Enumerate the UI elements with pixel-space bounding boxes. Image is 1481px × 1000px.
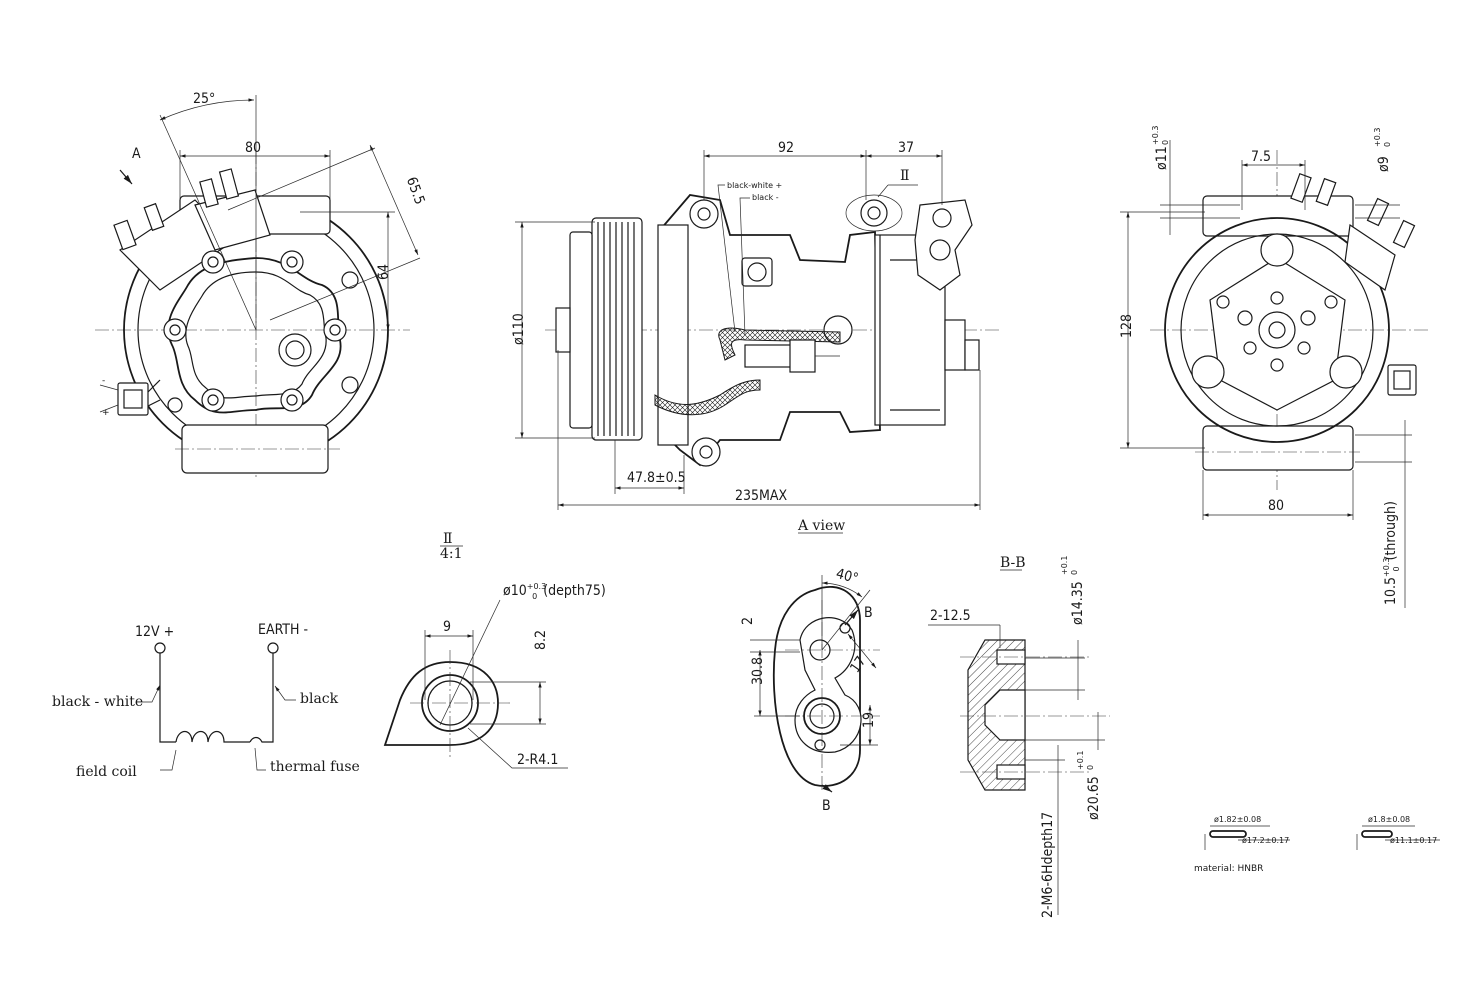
- label-12v: 12V +: [135, 624, 174, 640]
- dia-20-65-up: +0.1: [1076, 751, 1085, 770]
- view-caption: A view: [797, 518, 845, 534]
- dim-235-max: 235MAX: [735, 488, 788, 504]
- section-BB: B-B 2-12.5 ø14.35 +0.1 0 ø20.65 +0.1 0 2…: [928, 555, 1110, 918]
- detail-scale: 4:1: [440, 546, 463, 562]
- front-view: - + 25° A 80 65.5 64: [95, 91, 428, 480]
- dim-dia-110: ø110: [511, 313, 527, 345]
- o-rings: ø1.82±0.08 ø17.2±0.17 ø1.8±0.08 ø11.1±0.…: [1194, 815, 1440, 874]
- label-thermal-fuse: thermal fuse: [270, 759, 360, 775]
- dia-14-35-low: 0: [1070, 570, 1079, 575]
- dim-8-2: 8.2: [533, 630, 549, 650]
- through-suffix: (through): [1383, 501, 1399, 560]
- ring2-cs: ø1.8±0.08: [1368, 815, 1410, 824]
- side-view: black-white + black - Ⅱ 92 37 ø110 47.8±…: [511, 140, 1000, 534]
- radius-label: 2-R4.1: [517, 752, 558, 768]
- dia-14-35: ø14.35: [1070, 581, 1086, 625]
- thread-spec: 2-M6-6Hdepth17: [1040, 812, 1056, 918]
- dim-47-8: 47.8±0.5: [627, 470, 686, 486]
- pulley: [555, 217, 643, 441]
- wire-bw-label: black-white +: [727, 181, 782, 190]
- hole-11-tol-low: 0: [1161, 140, 1170, 145]
- terminal-block: [113, 168, 271, 291]
- angle-25: 25°: [193, 91, 215, 107]
- hole-dia-main: ø10: [503, 583, 527, 599]
- label-field-coil: field coil: [76, 764, 137, 780]
- through-hole: 10.5+0.30 (through): [1382, 501, 1401, 605]
- port-view: 40° B B 2 30.8 17 19: [740, 566, 880, 814]
- connector: [99, 379, 161, 416]
- dim-30-8: 30.8: [750, 657, 766, 685]
- dim-64: 64: [376, 264, 392, 280]
- wire-b-label: black -: [752, 193, 779, 202]
- dim-65-5: 65.5: [403, 175, 428, 207]
- view-arrow-label: A: [132, 146, 141, 162]
- through-tol-up: +0.3: [1382, 558, 1391, 577]
- dim-17: 17: [847, 654, 869, 676]
- detail-ref: Ⅱ: [900, 168, 910, 184]
- hole-11: ø11: [1154, 146, 1170, 170]
- bolt-bosses: [163, 250, 359, 413]
- hole-depth: (depth75): [543, 583, 606, 599]
- section-b-top: B: [864, 605, 873, 621]
- ring1-cs: ø1.82±0.08: [1214, 815, 1261, 824]
- wiring-diagram: 12V + EARTH - black - white black field …: [52, 622, 360, 780]
- width-80: 80: [245, 140, 261, 156]
- dim-2-12-5: 2-12.5: [930, 608, 971, 624]
- plus-label: +: [102, 408, 110, 418]
- dim-19: 19: [861, 712, 877, 728]
- hole-dia-up: +0.3: [527, 582, 546, 591]
- dim-rear-80: 80: [1268, 498, 1284, 514]
- minus-label: -: [102, 376, 105, 386]
- dim-7-5: 7.5: [1251, 149, 1271, 165]
- dim-128: 128: [1119, 314, 1135, 338]
- hole-dia-low: 0: [532, 592, 537, 601]
- through-tol-low: 0: [1392, 566, 1401, 571]
- dim-92: 92: [778, 140, 794, 156]
- hole-9: ø9: [1376, 156, 1392, 172]
- ring1-id: ø17.2±0.17: [1242, 836, 1289, 845]
- dia-20-65: ø20.65: [1086, 776, 1102, 820]
- label-earth: EARTH -: [258, 622, 308, 638]
- dia-14-35-up: +0.1: [1060, 556, 1069, 575]
- section-title: B-B: [1000, 555, 1026, 571]
- dim-37: 37: [898, 140, 914, 156]
- rear-view: 128 80 7.5 ø11 +0.3 0 ø9 +0.3 0 10.5+0.3…: [1119, 126, 1430, 608]
- hole-9-tol-low: 0: [1383, 142, 1392, 147]
- dia-20-65-low: 0: [1086, 765, 1095, 770]
- material-label: material: HNBR: [1194, 864, 1263, 874]
- ring2-id: ø11.1±0.17: [1390, 836, 1437, 845]
- through-main: 10.5: [1383, 577, 1399, 605]
- detail-title: Ⅱ: [443, 531, 453, 547]
- label-black-white: black - white: [52, 694, 143, 710]
- compressor-body: [657, 194, 980, 467]
- dim-9: 9: [443, 619, 451, 635]
- angle-40: 40°: [834, 566, 860, 587]
- dim-2: 2: [740, 617, 756, 625]
- section-b-bottom: B: [822, 798, 831, 814]
- label-black: black: [300, 691, 339, 707]
- hole-11-tol-up: +0.3: [1151, 126, 1160, 145]
- hole-9-tol-up: +0.3: [1373, 128, 1382, 147]
